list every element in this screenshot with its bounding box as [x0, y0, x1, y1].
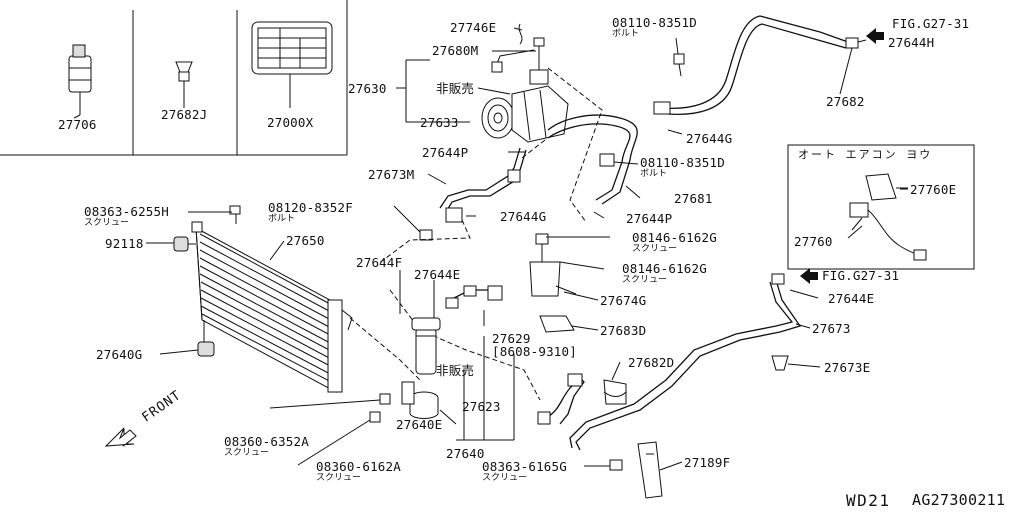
- part-27629: 27629: [492, 331, 531, 346]
- part-27644G-mid: 27644G: [500, 209, 547, 224]
- condenser-drawing: [191, 221, 353, 393]
- clip-drawing: [175, 61, 193, 108]
- screw-label-2: スクリュー: [632, 244, 678, 254]
- part-27680M: 27680M: [432, 43, 479, 58]
- part-27633: 27633: [420, 115, 459, 130]
- part-27640E: 27640E: [396, 417, 443, 432]
- bolt-08110-8351D-mid: 08110-8351D: [640, 155, 725, 170]
- bolt-label-top: ボルト: [612, 29, 640, 39]
- screw-08360-6162A: 08360-6162A: [316, 459, 401, 474]
- screw-label-5: スクリュー: [316, 473, 362, 483]
- part-27673M: 27673M: [368, 167, 415, 182]
- part-27000X: 27000X: [267, 115, 314, 130]
- part-27760E: 27760E: [910, 182, 957, 197]
- screw-08363-6165G: 08363-6165G: [482, 459, 567, 474]
- part-27629-range: [8608-9310]: [492, 344, 577, 359]
- screw-label-1: スクリュー: [84, 218, 130, 228]
- part-27650: 27650: [286, 233, 325, 248]
- not-sold-label-2: 非販売: [436, 363, 475, 378]
- fig-ref-top: FIG.G27-31: [892, 16, 970, 31]
- part-27674G: 27674G: [600, 293, 647, 308]
- bracket-drawing: [401, 381, 439, 419]
- part-27673: 27673: [812, 321, 851, 336]
- screw-label-4: スクリュー: [224, 448, 270, 458]
- screw-08146-6162G-a: 08146-6162G: [632, 230, 717, 245]
- screw-label-3: スクリュー: [622, 275, 668, 285]
- part-27640G: 27640G: [96, 347, 143, 362]
- part-27673E: 27673E: [824, 360, 871, 375]
- part-27644G-top: 27644G: [686, 131, 733, 146]
- sensor-drawing: [849, 173, 927, 261]
- part-27644P-a: 27644P: [422, 145, 469, 160]
- screw-08146-6162G-b: 08146-6162G: [622, 261, 707, 276]
- part-27644P-b: 27644P: [626, 211, 673, 226]
- part-27682: 27682: [826, 94, 865, 109]
- screw-label-6: スクリュー: [482, 473, 528, 483]
- compressor-drawing: [481, 23, 569, 143]
- part-27683D: 27683D: [600, 323, 647, 338]
- part-27644E-b: 27644E: [828, 291, 875, 306]
- part-27682D: 27682D: [628, 355, 675, 370]
- label-plate-drawing: [251, 21, 333, 108]
- part-27682J: 27682J: [161, 107, 208, 122]
- part-92118: 92118: [105, 236, 144, 251]
- auto-aircon-title: オート エアコン ヨウ: [798, 148, 933, 161]
- part-27640: 27640: [446, 446, 485, 461]
- fig-ref-right: FIG.G27-31: [822, 268, 900, 283]
- pressure-switch-drawing: [68, 44, 92, 115]
- part-27644H: 27644H: [888, 35, 935, 50]
- drawing-number: AG27300211: [912, 491, 1006, 509]
- part-27706: 27706: [58, 117, 97, 132]
- screw-08363-6255H: 08363-6255H: [84, 204, 169, 219]
- part-27760: 27760: [794, 234, 833, 249]
- bolt-08120-8352F: 08120-8352F: [268, 200, 353, 215]
- receiver-drier-drawing: [411, 317, 441, 375]
- bolt-label-mid: ボルト: [640, 169, 668, 179]
- part-27644F: 27644F: [356, 255, 403, 270]
- bolt-label-f: ボルト: [268, 214, 296, 224]
- not-sold-label-1: 非販売: [436, 81, 475, 96]
- part-27189F: 27189F: [684, 455, 731, 470]
- part-27623: 27623: [462, 399, 501, 414]
- screw-08360-6352A: 08360-6352A: [224, 434, 309, 449]
- part-27630: 27630: [348, 81, 387, 96]
- part-27681: 27681: [674, 191, 713, 206]
- part-27644E-a: 27644E: [414, 267, 461, 282]
- page-code: WD21: [846, 491, 891, 510]
- bolt-08110-8351D-top: 08110-8351D: [612, 15, 697, 30]
- part-27746E: 27746E: [450, 20, 497, 35]
